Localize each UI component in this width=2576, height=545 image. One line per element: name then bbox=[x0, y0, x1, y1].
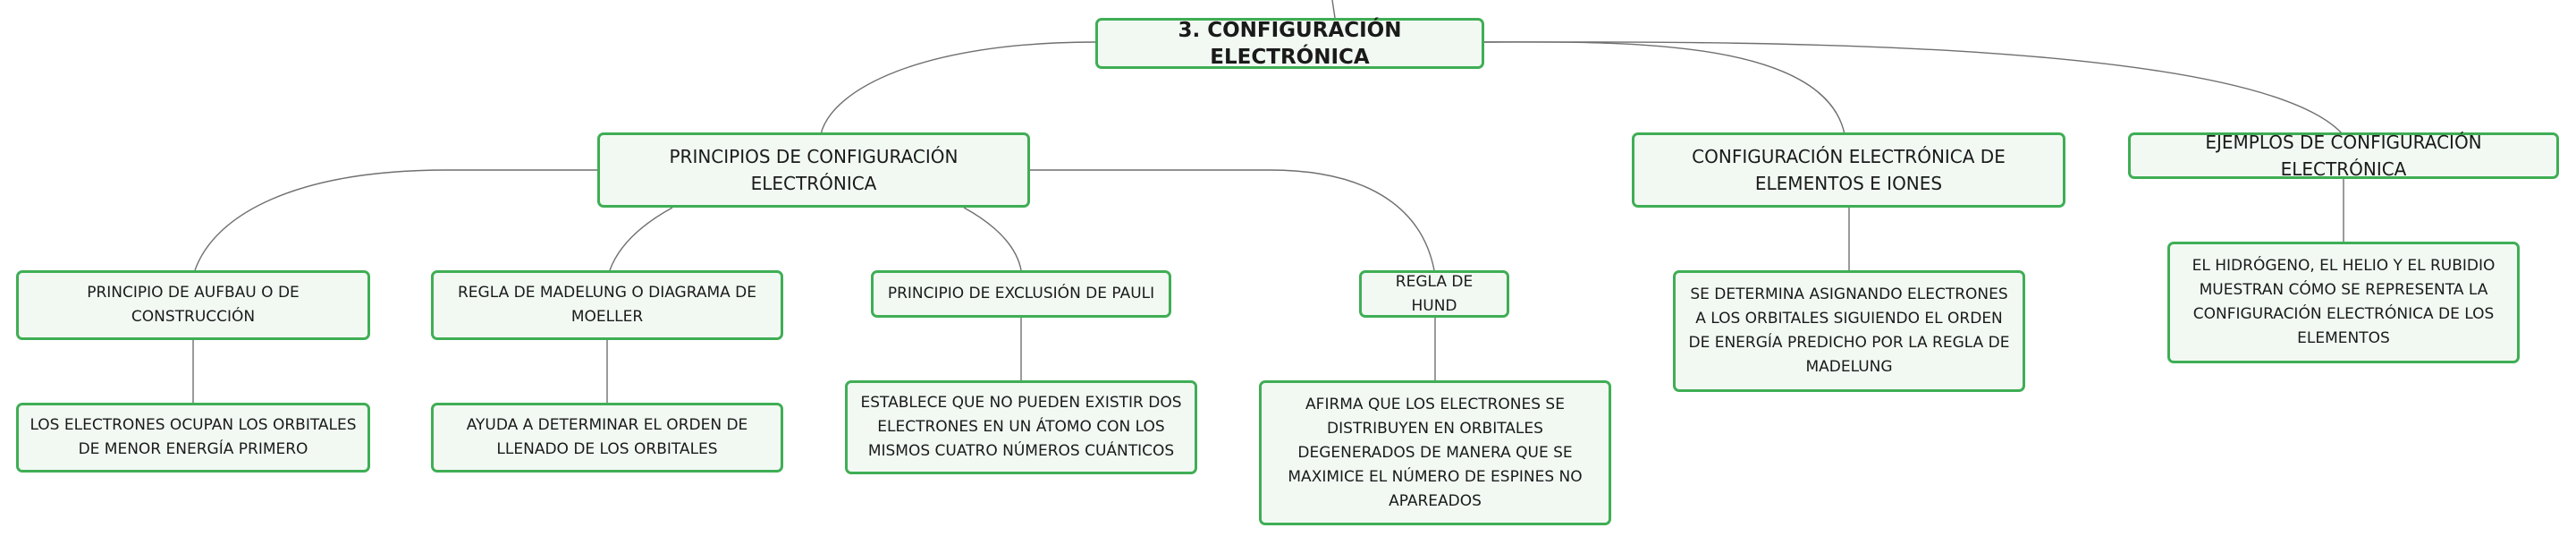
node-aufbau[interactable]: PRINCIPIO DE AUFBAU O DE CONSTRUCCIÓN bbox=[16, 270, 370, 340]
branch-principios-label: PRINCIPIOS DE CONFIGURACIÓN ELECTRÓNICA bbox=[669, 146, 959, 194]
connector-principios-aufbau bbox=[194, 169, 597, 271]
node-hund-detail-text: AFIRMA QUE LOS ELECTRONES SE DISTRIBUYEN… bbox=[1288, 395, 1583, 510]
root-node[interactable]: 3. CONFIGURACIÓN ELECTRÓNICA bbox=[1095, 18, 1484, 69]
node-configuracion-detail[interactable]: SE DETERMINA ASIGNANDO ELECTRONES A LOS … bbox=[1673, 270, 2025, 392]
node-ejemplos-detail-text: EL HIDRÓGENO, EL HELIO Y EL RUBIDIO MUES… bbox=[2192, 257, 2496, 347]
branch-ejemplos-label: EJEMPLOS DE CONFIGURACIÓN ELECTRÓNICA bbox=[2205, 132, 2482, 180]
node-madelung-detail[interactable]: AYUDA A DETERMINAR EL ORDEN DE LLENADO D… bbox=[431, 403, 783, 473]
node-hund-label: REGLA DE HUND bbox=[1395, 272, 1474, 315]
node-configuracion-detail-text: SE DETERMINA ASIGNANDO ELECTRONES A LOS … bbox=[1688, 285, 2010, 376]
node-hund-detail[interactable]: AFIRMA QUE LOS ELECTRONES SE DISTRIBUYEN… bbox=[1259, 380, 1611, 525]
connector-root-ejemplos bbox=[1483, 41, 2344, 135]
node-pauli-label: PRINCIPIO DE EXCLUSIÓN DE PAULI bbox=[887, 285, 1155, 302]
root-label: 3. CONFIGURACIÓN ELECTRÓNICA bbox=[1178, 18, 1402, 69]
node-madelung[interactable]: REGLA DE MADELUNG O DIAGRAMA DE MOELLER bbox=[431, 270, 783, 340]
node-madelung-label: REGLA DE MADELUNG O DIAGRAMA DE MOELLER bbox=[457, 284, 757, 326]
node-aufbau-label: PRINCIPIO DE AUFBAU O DE CONSTRUCCIÓN bbox=[87, 284, 300, 326]
connector-principios-pauli bbox=[963, 207, 1022, 271]
node-aufbau-detail-text: LOS ELECTRONES OCUPAN LOS ORBITALES DE M… bbox=[30, 416, 357, 458]
branch-configuracion-label: CONFIGURACIÓN ELECTRÓNICA DE ELEMENTOS E… bbox=[1692, 146, 2006, 194]
node-hund[interactable]: REGLA DE HUND bbox=[1359, 270, 1509, 318]
node-ejemplos-detail[interactable]: EL HIDRÓGENO, EL HELIO Y EL RUBIDIO MUES… bbox=[2167, 242, 2520, 363]
connector-principios-hund bbox=[1030, 169, 1435, 271]
connector-root-top bbox=[1331, 0, 1336, 19]
node-pauli-detail-text: ESTABLECE QUE NO PUEDEN EXISTIR DOS ELEC… bbox=[860, 394, 1182, 460]
node-pauli-detail[interactable]: ESTABLECE QUE NO PUEDEN EXISTIR DOS ELEC… bbox=[845, 380, 1197, 474]
node-madelung-detail-text: AYUDA A DETERMINAR EL ORDEN DE LLENADO D… bbox=[466, 416, 748, 458]
connector-root-configuracion bbox=[1483, 41, 1845, 135]
branch-configuracion-elementos[interactable]: CONFIGURACIÓN ELECTRÓNICA DE ELEMENTOS E… bbox=[1632, 132, 2065, 208]
node-pauli[interactable]: PRINCIPIO DE EXCLUSIÓN DE PAULI bbox=[871, 270, 1171, 318]
branch-principios[interactable]: PRINCIPIOS DE CONFIGURACIÓN ELECTRÓNICA bbox=[597, 132, 1030, 208]
branch-ejemplos[interactable]: EJEMPLOS DE CONFIGURACIÓN ELECTRÓNICA bbox=[2128, 132, 2559, 180]
connector-root-principios bbox=[820, 41, 1096, 135]
node-aufbau-detail[interactable]: LOS ELECTRONES OCUPAN LOS ORBITALES DE M… bbox=[16, 403, 370, 473]
connector-principios-madelung bbox=[609, 207, 673, 271]
